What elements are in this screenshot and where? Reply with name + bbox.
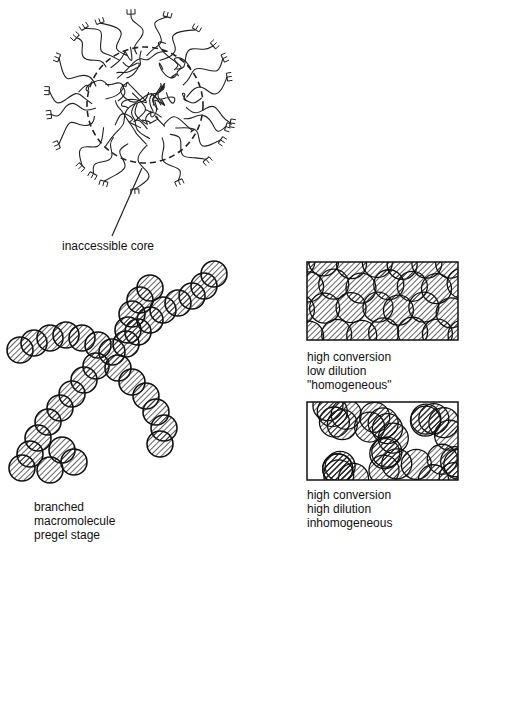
network-frame [307,402,458,480]
segment-sphere [147,431,173,457]
segment-sphere [418,465,448,480]
caption-label: pregel stage [34,528,100,542]
branched-macromolecule [7,261,227,483]
network-frame [307,262,458,340]
segment-sphere [355,412,385,442]
caption-label: high dilution [307,502,371,516]
segment-sphere [409,292,439,322]
segment-sphere [307,321,324,340]
network-inhomogeneous [313,402,458,480]
polymer-coil [44,9,236,194]
caption-label: inhomogeneous [307,516,392,530]
segment-sphere [372,437,402,467]
segment-sphere [310,293,340,323]
caption-label: inaccessible core [62,239,154,253]
segment-sphere [61,449,87,475]
network-homogeneous [307,262,458,340]
segment-sphere [336,293,366,323]
caption-label: high conversion [307,488,391,502]
segment-sphere [447,268,458,298]
caption-label: branched [34,500,84,514]
segment-sphere [448,320,458,340]
caption-label: low dilution [307,364,366,378]
segment-sphere [37,457,63,483]
segment-sphere [324,460,354,480]
caption-label: macromolecule [34,514,115,528]
segment-sphere [9,455,35,481]
segment-sphere [201,261,227,287]
caption-label: "homogeneous" [307,378,392,392]
leader-line [112,168,142,236]
caption-label: high conversion [307,350,391,364]
segment-sphere [137,275,163,301]
segment-sphere [410,406,440,436]
